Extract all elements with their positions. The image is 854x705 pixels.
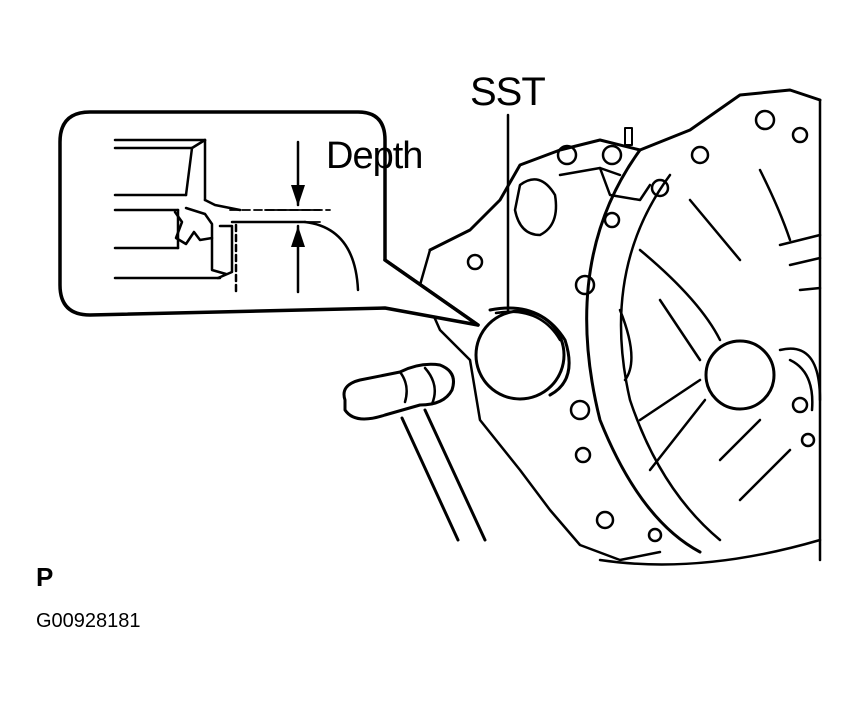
sst-seal-driver: [476, 308, 569, 399]
hammer: [344, 364, 485, 540]
figure-code: G00928181: [36, 610, 141, 632]
detail-callout: [60, 112, 478, 325]
transaxle-housing: [420, 90, 820, 565]
sst-label: SST: [470, 70, 546, 114]
depth-label: Depth: [326, 135, 423, 177]
flange-bolt-bosses: [468, 111, 814, 541]
depth-dimension: [265, 142, 320, 292]
view-letter: P: [36, 562, 54, 592]
detail-housing-section: [115, 140, 358, 292]
